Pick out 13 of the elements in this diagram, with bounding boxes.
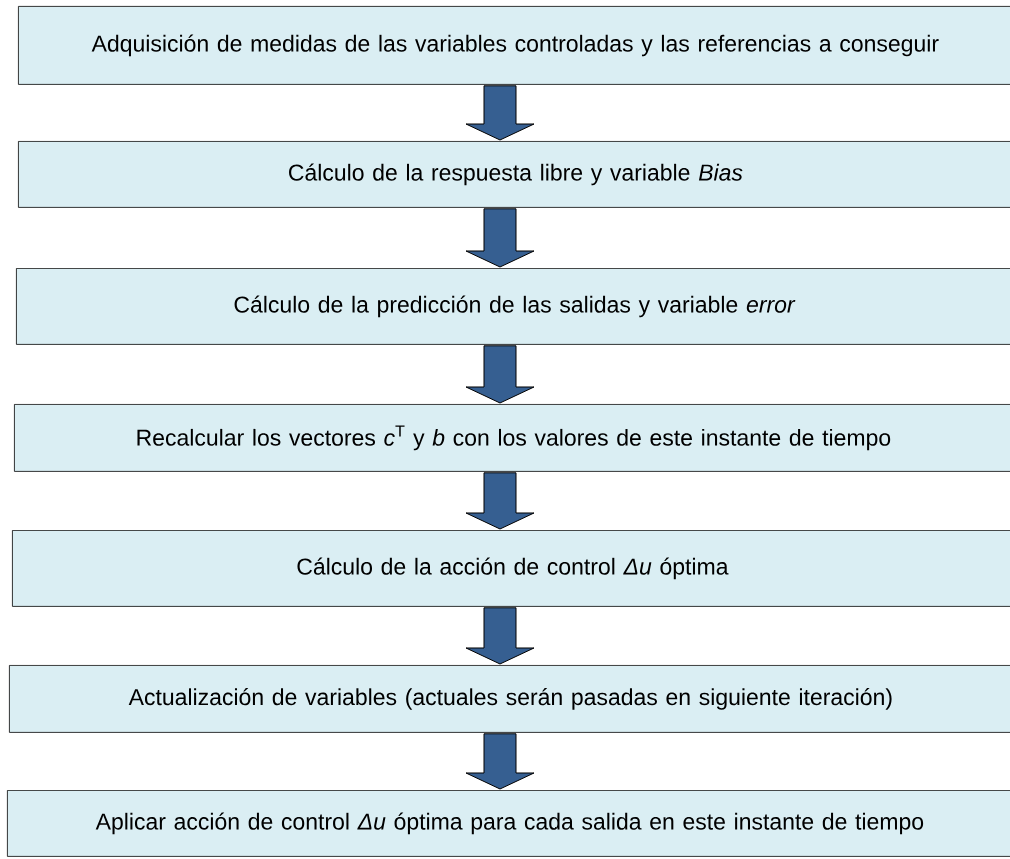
process-box: Actualización de variables (actuales serán pasadas en siguiente iteración) [9,665,1010,733]
process-box: Cálculo de la respuesta libre y variable Bias [18,141,1010,208]
block-arrow [465,85,535,141]
block-arrow [465,733,535,790]
process-box: Aplicar acción de control Δu óptima para cada salida en este instante de tiempo [7,790,1010,857]
block-arrow [465,345,535,404]
process-box: Adquisición de medidas de las variables controladas y las referencias a conseguir [18,6,1010,85]
block-arrow [465,208,535,268]
process-box: Recalcular los vectores c$^{T}$ y b con los valores de este instante de tiempo [14,404,1010,472]
block-arrow [465,607,535,665]
block-arrow [465,472,535,530]
process-box: Cálculo de la acción de control Δu óptima [12,530,1010,607]
process-box: Cálculo de la predicción de las salidas y variable error [16,268,1010,345]
